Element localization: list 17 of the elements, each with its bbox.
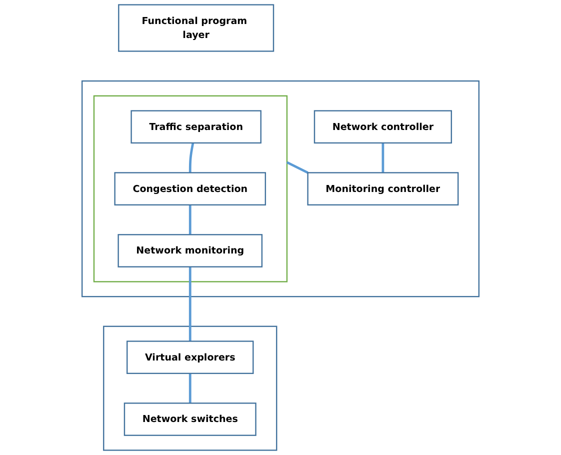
cluster	[81, 80, 480, 298]
connector	[188, 373, 192, 404]
connector	[188, 266, 192, 342]
node-box: Network monitoring	[118, 234, 263, 268]
cluster	[93, 95, 288, 282]
node-box: Monitoring controller	[307, 172, 459, 206]
node-box: Traffic separation	[130, 110, 262, 144]
node-box: Network switches	[124, 402, 256, 436]
node-box: Virtual explorers	[126, 340, 254, 374]
connector	[188, 142, 194, 173]
connector	[286, 161, 308, 174]
node-box: Network controller	[314, 110, 452, 144]
node-box: Functional program layer	[118, 4, 274, 52]
cluster	[103, 326, 278, 451]
node-box: Congestion detection	[114, 172, 266, 206]
connector	[382, 142, 384, 173]
connector	[188, 204, 192, 235]
